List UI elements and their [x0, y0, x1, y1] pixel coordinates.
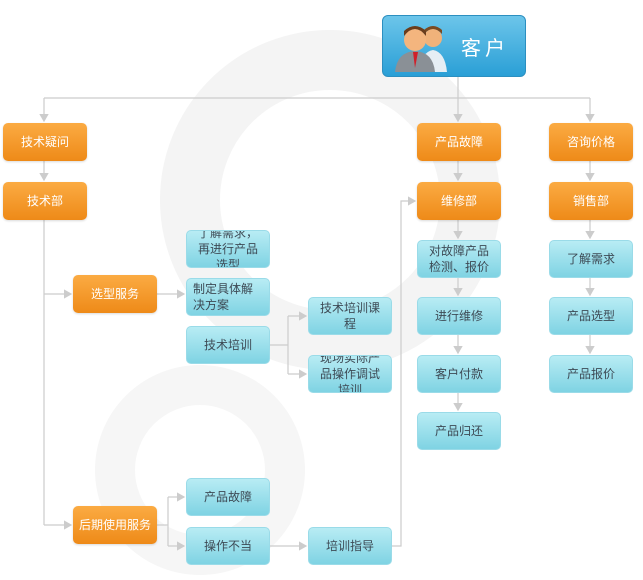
training-course-node[interactable]: 技术培训课程: [308, 297, 392, 335]
onsite-training-node[interactable]: 现场实际产品操作调试培训: [308, 355, 392, 393]
tech-dept-node[interactable]: 技术部: [3, 182, 87, 220]
customer-node[interactable]: 客户: [382, 15, 526, 77]
repair-step-1[interactable]: 对故障产品检测、报价: [417, 240, 501, 278]
misoperation-node[interactable]: 操作不当: [186, 527, 270, 565]
product-fault-sub-node[interactable]: 产品故障: [186, 478, 270, 516]
sales-dept-node[interactable]: 销售部: [549, 182, 633, 220]
understand-needs-node[interactable]: 了解需求，再进行产品选型: [186, 230, 270, 268]
price-inquiry-node[interactable]: 咨询价格: [549, 123, 633, 161]
users-icon: [395, 26, 447, 72]
sales-step-3[interactable]: 产品报价: [549, 355, 633, 393]
tech-question-node[interactable]: 技术疑问: [3, 123, 87, 161]
selection-service-node[interactable]: 选型服务: [73, 275, 157, 313]
repair-step-4[interactable]: 产品归还: [417, 412, 501, 450]
sales-step-2[interactable]: 产品选型: [549, 297, 633, 335]
repair-step-3[interactable]: 客户付款: [417, 355, 501, 393]
product-fault-node[interactable]: 产品故障: [417, 123, 501, 161]
customer-label: 客户: [461, 36, 509, 60]
sales-step-1[interactable]: 了解需求: [549, 240, 633, 278]
after-service-node[interactable]: 后期使用服务: [73, 506, 157, 544]
solution-node[interactable]: 制定具体解决方案: [186, 278, 270, 316]
tech-training-node[interactable]: 技术培训: [186, 326, 270, 364]
repair-step-2[interactable]: 进行维修: [417, 297, 501, 335]
guidance-node[interactable]: 培训指导: [308, 527, 392, 565]
repair-dept-node[interactable]: 维修部: [417, 182, 501, 220]
